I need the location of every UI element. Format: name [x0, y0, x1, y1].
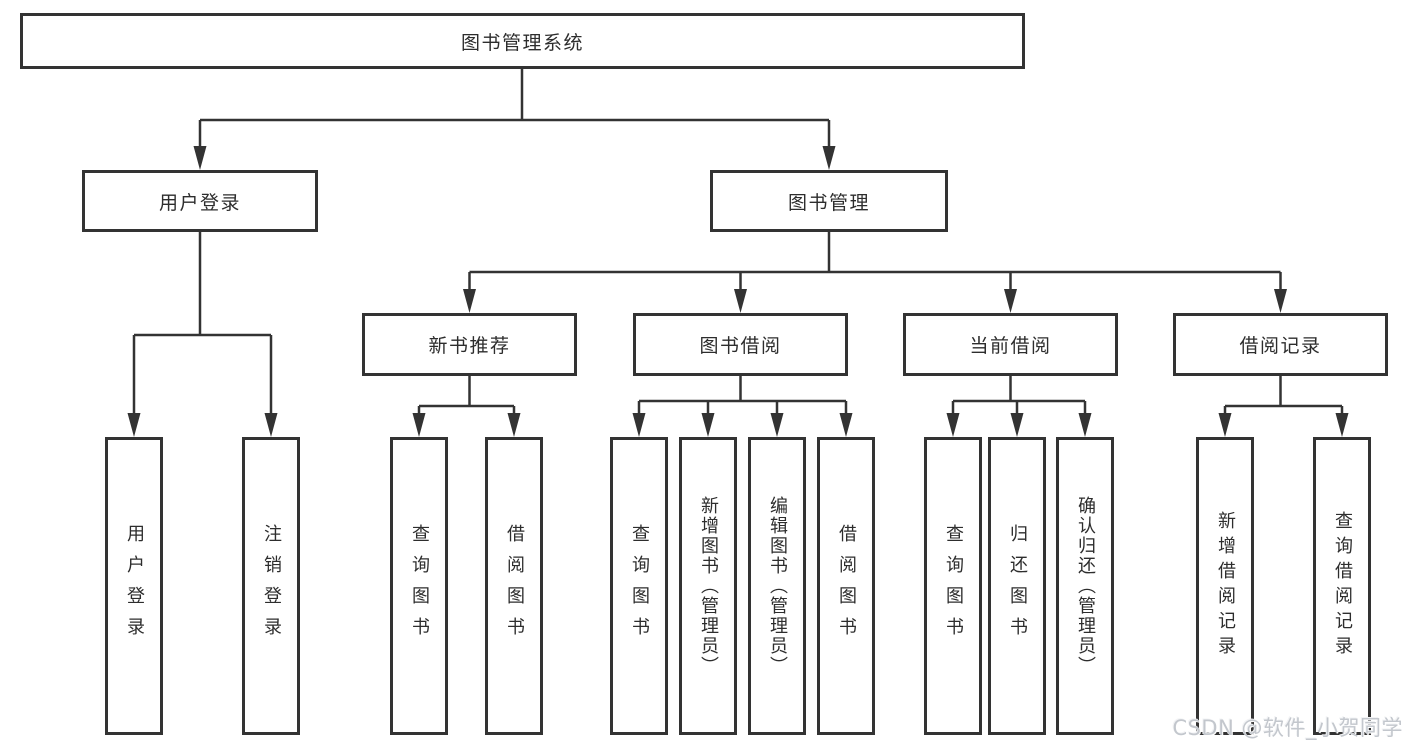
node-book-borrowing: 图书借阅	[633, 313, 848, 376]
leaf-query-borrow-record: 查询借阅记录	[1313, 437, 1371, 735]
leaf-add-borrow-record-label: 新增借阅记录	[1215, 511, 1236, 661]
leaf-query-books-current: 查询图书	[924, 437, 982, 735]
leaf-edit-books-admin-label: 编辑图书（管理员）	[767, 496, 788, 676]
leaf-user-login: 用户登录	[105, 437, 163, 735]
node-current-borrowing-label: 当前借阅	[969, 335, 1052, 357]
leaf-query-borrow-record-label: 查询借阅记录	[1332, 511, 1353, 661]
node-borrowing-records-label: 借阅记录	[1239, 335, 1322, 357]
leaf-logout-label: 注销登录	[261, 524, 282, 648]
leaf-user-login-label: 用户登录	[124, 524, 145, 648]
leaf-add-borrow-record: 新增借阅记录	[1196, 437, 1254, 735]
leaf-query-books-current-label: 查询图书	[943, 524, 964, 648]
node-book-borrowing-label: 图书借阅	[699, 335, 782, 357]
node-root-label: 图书管理系统	[460, 31, 584, 54]
leaf-add-books-admin: 新增图书（管理员）	[679, 437, 737, 735]
node-root: 图书管理系统	[20, 13, 1025, 69]
leaf-logout: 注销登录	[242, 437, 300, 735]
node-current-borrowing: 当前借阅	[903, 313, 1118, 376]
leaf-return-books-label: 归还图书	[1007, 524, 1028, 648]
node-user-login-label: 用户登录	[158, 191, 241, 214]
leaf-confirm-return-admin-label: 确认归还（管理员）	[1075, 496, 1096, 676]
leaf-query-books-borrowing: 查询图书	[610, 437, 668, 735]
leaf-query-books-recommend-label: 查询图书	[409, 524, 430, 648]
leaf-query-books-recommend: 查询图书	[390, 437, 448, 735]
leaf-edit-books-admin: 编辑图书（管理员）	[748, 437, 806, 735]
leaf-confirm-return-admin: 确认归还（管理员）	[1056, 437, 1114, 735]
leaf-add-books-admin-label: 新增图书（管理员）	[698, 496, 719, 676]
leaf-borrow-books: 借阅图书	[817, 437, 875, 735]
leaf-borrow-books-recommend-label: 借阅图书	[504, 524, 525, 648]
node-new-book-recommend: 新书推荐	[362, 313, 577, 376]
leaf-borrow-books-label: 借阅图书	[836, 524, 857, 648]
node-new-book-recommend-label: 新书推荐	[428, 335, 511, 357]
leaf-borrow-books-recommend: 借阅图书	[485, 437, 543, 735]
node-borrowing-records: 借阅记录	[1173, 313, 1388, 376]
leaf-return-books: 归还图书	[988, 437, 1046, 735]
node-book-management: 图书管理	[710, 170, 948, 232]
leaf-query-books-borrowing-label: 查询图书	[629, 524, 650, 648]
node-user-login: 用户登录	[82, 170, 318, 232]
node-book-management-label: 图书管理	[787, 191, 870, 214]
csdn-watermark: CSDN @软件_小贺同学	[1172, 716, 1403, 740]
